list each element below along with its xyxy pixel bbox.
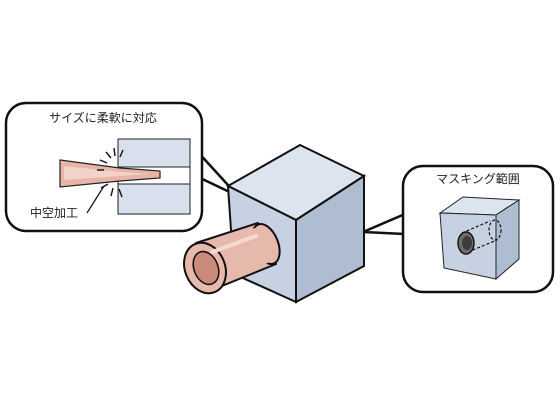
nozzle-highlight [64,166,150,180]
pipe-highlight [210,234,258,254]
callout-left: サイズに柔軟に対応 中空加工 [4,101,240,233]
spark-burst [97,147,124,198]
callout-right-title: マスキング範囲 [436,171,520,186]
cube-side [295,174,365,304]
callout-right: マスキング範囲 [361,164,555,294]
workpiece-cube [225,143,367,304]
pipe [183,222,281,295]
annotation-leader [86,185,105,214]
small-cube-side [495,199,520,281]
annotation-label: 中空加工 [30,205,78,220]
callout-right-tail [361,212,407,236]
bore-opening-inner [462,236,472,250]
pipe-mouth-inner [192,250,220,286]
callout-left-title: サイズに柔軟に対応 [49,110,157,125]
